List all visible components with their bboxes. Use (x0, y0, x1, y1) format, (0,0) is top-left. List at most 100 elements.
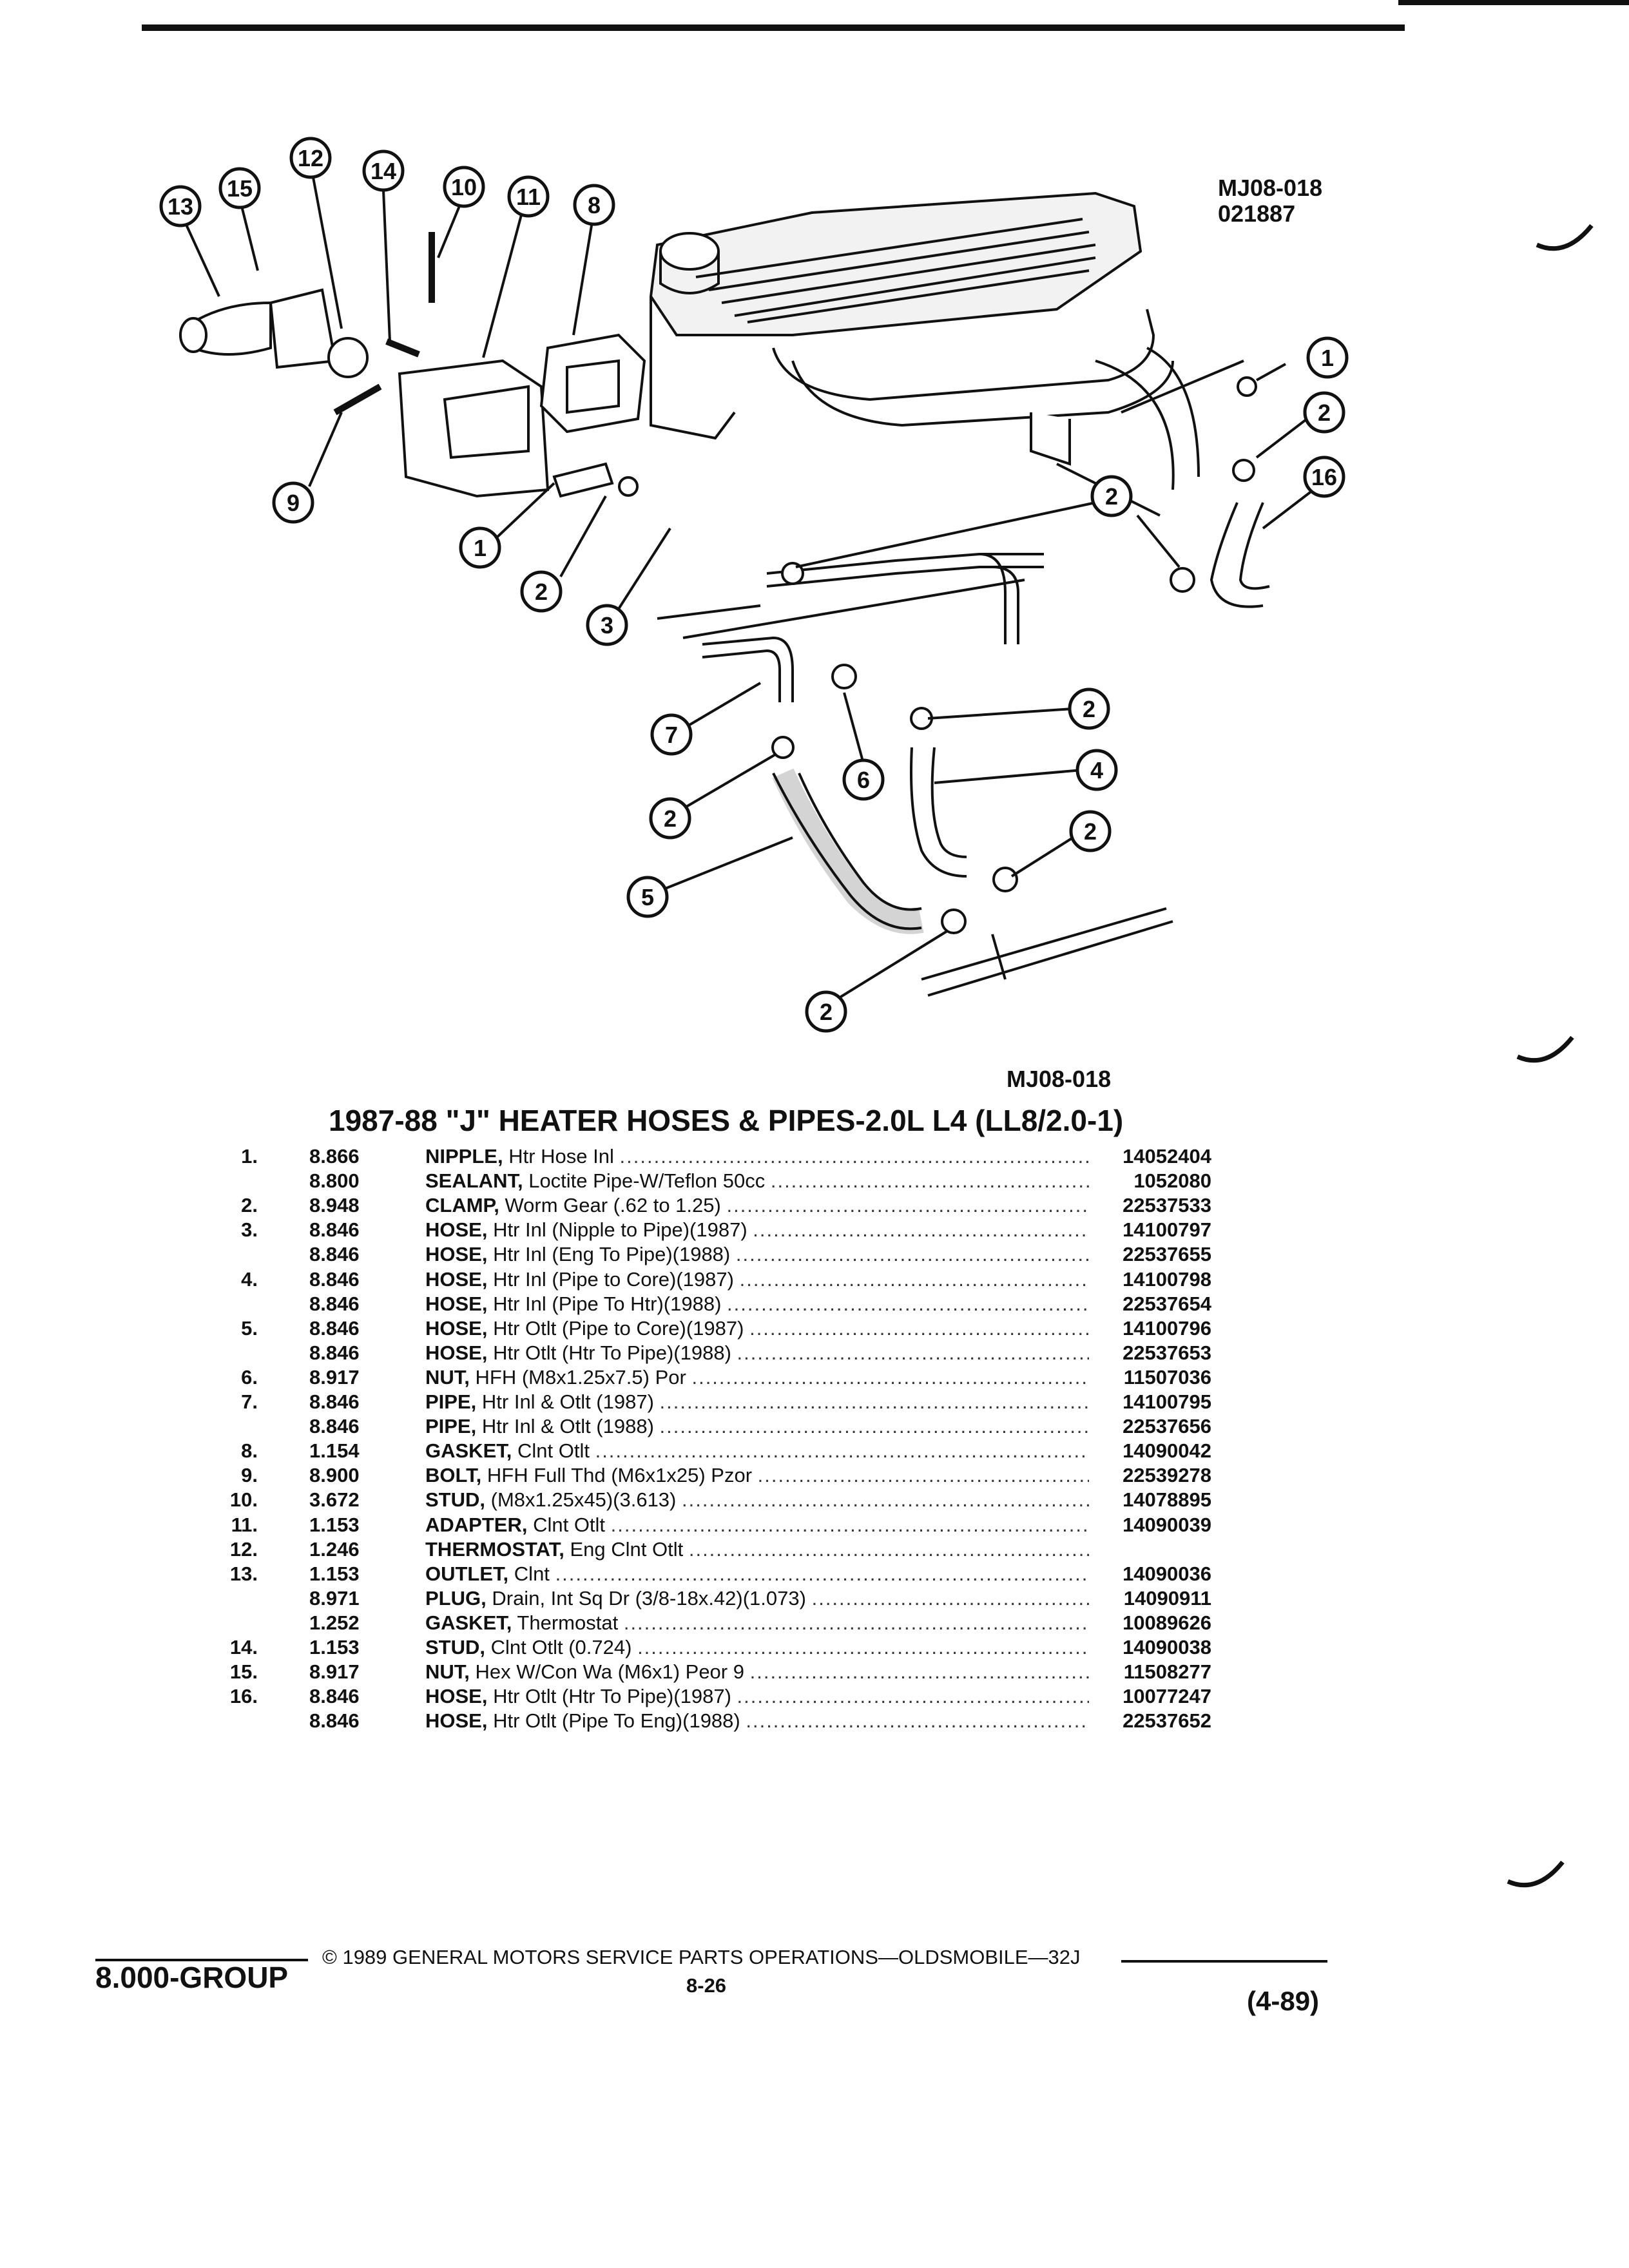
part-detail: Drain, Int Sq Dr (3/8-18x.42)(1.073) (492, 1586, 806, 1610)
callout-label: 9 (287, 490, 300, 516)
footer-revision: (4-89) (1247, 1986, 1320, 2016)
callout-6 (842, 758, 885, 801)
item-number: 7. (241, 1390, 258, 1413)
part-description: PIPE, Htr Inl & Otlt (1987) ............… (425, 1390, 1089, 1414)
part-number: 14090038 (1123, 1636, 1211, 1658)
callout-2a (520, 570, 563, 613)
part-number: 14100798 (1123, 1267, 1211, 1291)
part-description: HOSE, Htr Otlt (Htr To Pipe)(1988) .....… (425, 1341, 1089, 1365)
item-number: 6. (241, 1365, 258, 1389)
footer-rule-left (95, 1959, 308, 1961)
part-name: SEALANT, (425, 1169, 523, 1193)
part-number: 22537655 (1123, 1243, 1211, 1266)
part-number: 22537656 (1123, 1415, 1211, 1438)
diagram-ref-code-bottom: MJ08-018 (1007, 1066, 1112, 1092)
leader-dots: ........................................… (749, 1660, 1089, 1684)
group-number: 8.846 (309, 1267, 360, 1291)
leader-dots: ........................................… (623, 1611, 1089, 1634)
part-number: 14100795 (1123, 1390, 1211, 1413)
part-number: 11508277 (1123, 1660, 1211, 1684)
part-description: PIPE, Htr Inl & Otlt (1988) ............… (425, 1414, 1089, 1439)
part-number: 14090036 (1123, 1562, 1211, 1585)
group-number: 8.900 (309, 1464, 360, 1487)
part-detail: Htr Inl & Otlt (1988) (481, 1415, 654, 1438)
part-description: OUTLET, Clnt ...........................… (425, 1562, 1089, 1586)
leader-dots: ........................................… (757, 1464, 1089, 1487)
part-number: 22537533 (1123, 1194, 1211, 1217)
part-number: 14090911 (1123, 1586, 1211, 1610)
group-number: 8.846 (309, 1316, 360, 1340)
part-detail: Clnt Otlt (517, 1439, 590, 1463)
part-name: HOSE, (425, 1267, 488, 1291)
footer-copyright: © 1989 GENERAL MOTORS SERVICE PARTS OPER… (322, 1946, 1081, 1968)
callout-label: 14 (371, 158, 396, 184)
part-name: GASKET, (425, 1611, 512, 1634)
part-number: 22539278 (1123, 1464, 1211, 1487)
leader-dots: ........................................… (555, 1562, 1089, 1585)
part-name: NIPPLE, (425, 1145, 503, 1168)
part-detail: Worm Gear (.62 to 1.25) (505, 1194, 721, 1217)
diagram-ref-code: MJ08-018 021887 (1218, 175, 1322, 227)
callout-10 (443, 166, 485, 208)
parts-row: 16. 8.846 HOSE, Htr Otlt (Htr To Pipe)(198… (0, 1684, 1629, 1709)
part-name: PIPE, (425, 1415, 477, 1438)
part-description: NIPPLE, Htr Hose Inl ...................… (425, 1144, 1089, 1169)
part-number: 11507036 (1123, 1365, 1211, 1389)
leader-dots: ........................................… (753, 1218, 1089, 1242)
group-number: 8.846 (309, 1218, 360, 1242)
part-description: HOSE, Htr Otlt (Htr To Pipe)(1987) .....… (425, 1684, 1089, 1709)
part-name: STUD, (425, 1636, 485, 1658)
part-description: HOSE, Htr Inl (Pipe to Core)(1987) .....… (425, 1267, 1089, 1292)
part-description: THERMOSTAT, Eng Clnt Otlt ..............… (425, 1537, 1089, 1562)
section-title: 1987-88 "J" HEATER HOSES & PIPES-2.0L L4… (329, 1104, 1124, 1137)
binder-mark (1507, 1860, 1565, 1888)
callout-2f (649, 797, 691, 840)
part-detail: (M8x1.25x45)(3.613) (490, 1488, 677, 1512)
part-detail: Htr Inl & Otlt (1987) (481, 1390, 654, 1413)
part-detail: Htr Inl (Eng To Pipe)(1988) (493, 1243, 731, 1266)
part-name: HOSE, (425, 1316, 488, 1340)
callout-label: 2 (664, 805, 677, 832)
part-description: SEALANT, Loctite Pipe-W/Teflon 50cc ....… (425, 1169, 1089, 1193)
group-number: 8.846 (309, 1341, 360, 1364)
callout-label: 2 (1083, 696, 1095, 722)
item-number: 15. (229, 1660, 258, 1684)
part-detail: Htr Otlt (Pipe To Eng)(1988) (493, 1709, 740, 1733)
callout-label: 3 (601, 612, 613, 639)
binder-mark (1536, 224, 1594, 251)
ref-code-line: MJ08-018 (1218, 175, 1323, 201)
item-number: 16. (229, 1685, 258, 1708)
callout-16 (1303, 456, 1345, 498)
callout-7 (650, 713, 693, 756)
callout-8 (573, 184, 615, 226)
part-detail: Htr Otlt (Pipe to Core)(1987) (493, 1316, 744, 1340)
part-name: HOSE, (425, 1218, 488, 1242)
callout-label: 4 (1090, 757, 1103, 783)
part-detail: Htr Inl (Pipe to Core)(1987) (493, 1267, 734, 1291)
group-number: 1.154 (309, 1439, 360, 1463)
leader-lines (182, 173, 1319, 1000)
part-detail: Htr Otlt (Htr To Pipe)(1988) (493, 1341, 731, 1364)
part-name: BOLT, (425, 1464, 482, 1487)
callout-label: 13 (168, 193, 193, 220)
group-number: 1.153 (309, 1513, 360, 1536)
callout-2c (1090, 475, 1133, 517)
part-number: 10077247 (1123, 1685, 1211, 1708)
leader-dots: ........................................… (746, 1709, 1089, 1733)
group-number: 8.846 (309, 1685, 360, 1708)
part-number: 1052080 (1133, 1169, 1211, 1193)
footer-rule-right (1121, 1960, 1327, 1963)
leader-dots: ........................................… (595, 1439, 1089, 1463)
item-number: 10. (229, 1488, 258, 1512)
part-description: GASKET, Clnt Otlt ......................… (425, 1439, 1089, 1463)
leader-dots: ........................................… (637, 1636, 1089, 1658)
part-detail: Htr Hose Inl (508, 1145, 614, 1168)
callout-12 (289, 137, 332, 179)
